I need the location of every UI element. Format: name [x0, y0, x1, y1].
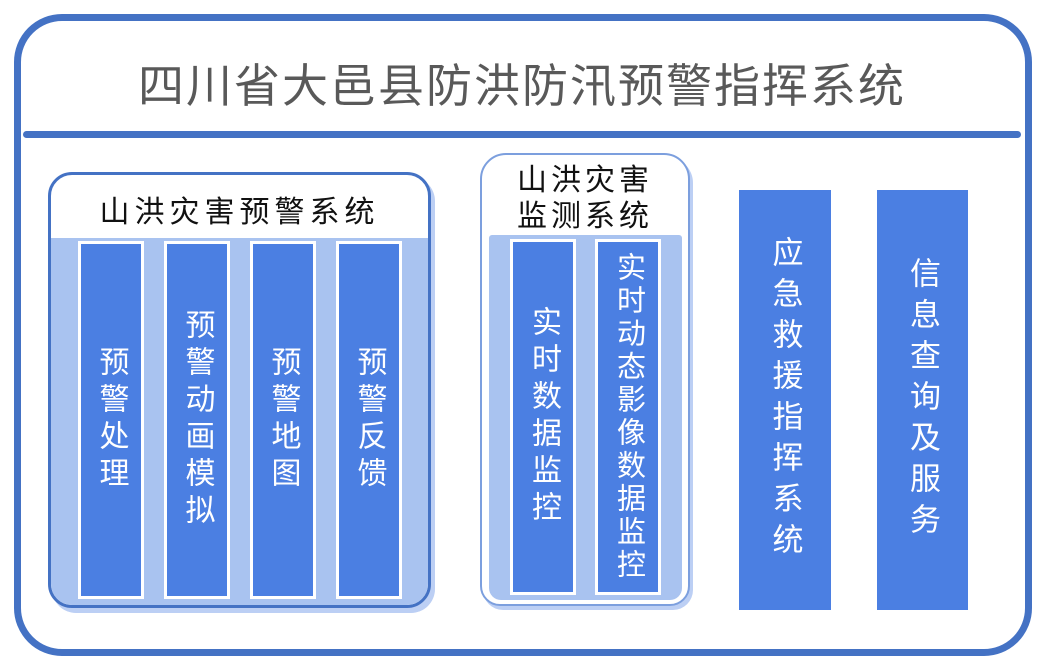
bar-label: 信息查询及服务 [905, 256, 940, 544]
bar-label: 应急救援指挥系统 [767, 236, 803, 564]
bar-emergency-rescue-command-system: 应急救援指挥系统 [739, 190, 831, 610]
bar-label: 预警处理 [94, 346, 128, 494]
group-title-line-2: 监测系统 [517, 200, 653, 233]
group-flood-monitoring-system: 山洪灾害 监测系统 实时数据监控 实时动态影像数据监控 [480, 153, 690, 606]
group-flood-warning-system: 山洪灾害预警系统 预警处理 预警动画模拟 预警地图 预警反馈 [48, 172, 431, 608]
group-flood-warning-title: 山洪灾害预警系统 [99, 196, 380, 229]
group-flood-warning-panel: 预警处理 预警动画模拟 预警地图 预警反馈 [51, 238, 428, 605]
bar-label: 预警动画模拟 [180, 309, 214, 531]
bar-label: 实时动态影像数据监控 [612, 252, 645, 582]
bar-warning-animation-simulation: 预警动画模拟 [163, 241, 230, 599]
bar-warning-map: 预警地图 [249, 241, 316, 599]
bar-label: 预警地图 [266, 346, 300, 494]
bar-info-query-and-service: 信息查询及服务 [877, 190, 968, 610]
bar-warning-feedback: 预警反馈 [335, 241, 402, 599]
bar-realtime-data-monitoring: 实时数据监控 [510, 239, 576, 595]
bar-label: 实时数据监控 [527, 306, 560, 528]
bar-label: 预警反馈 [352, 346, 386, 494]
group-flood-monitoring-panel: 实时数据监控 实时动态影像数据监控 [489, 235, 682, 600]
main-title: 四川省大邑县防洪防汛预警指挥系统 [138, 60, 906, 112]
group-flood-monitoring-title: 山洪灾害 监测系统 [482, 163, 688, 235]
title-divider [23, 131, 1021, 138]
outer-frame [14, 14, 1032, 656]
group-title-line-1: 山洪灾害 [517, 164, 653, 197]
bar-warning-handling: 预警处理 [77, 241, 144, 599]
bar-realtime-video-data-monitoring: 实时动态影像数据监控 [595, 239, 661, 595]
